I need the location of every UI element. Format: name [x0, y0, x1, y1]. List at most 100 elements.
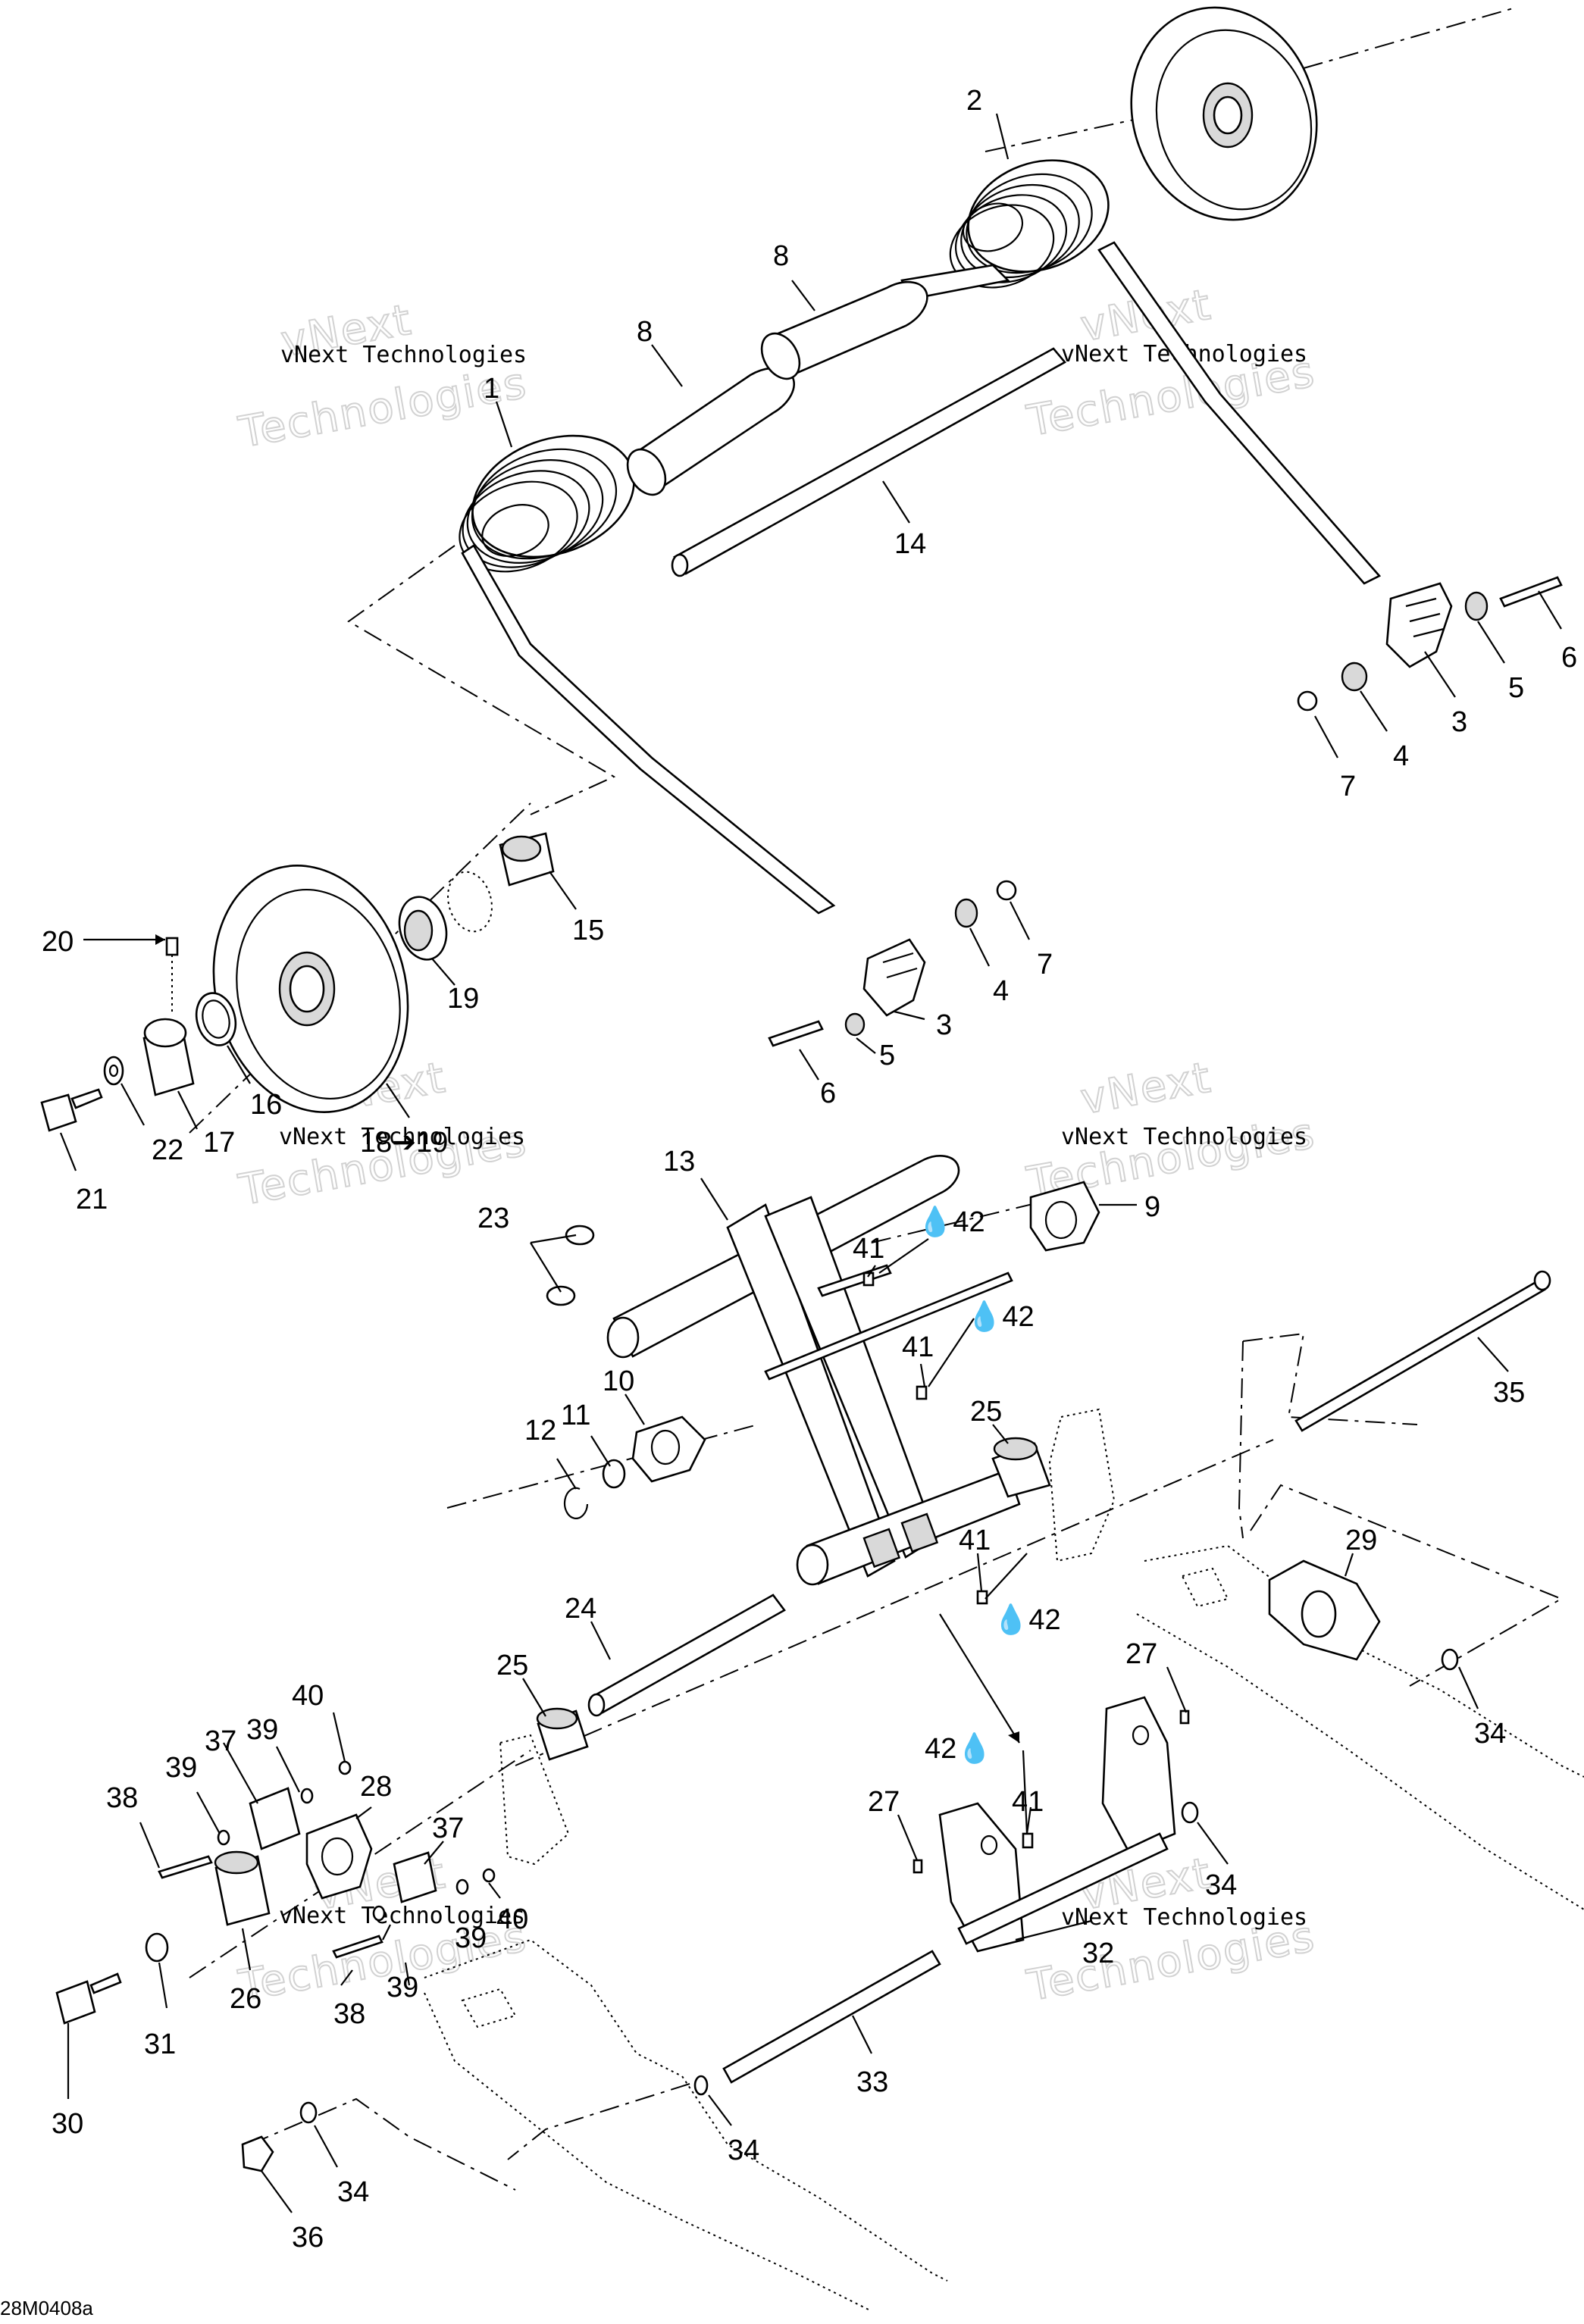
callout-31: 31: [144, 2028, 176, 2060]
callout-42: 💧42: [917, 1205, 985, 1238]
shaft-33: [722, 1950, 941, 2084]
callout-42: 42💧: [925, 1731, 993, 1765]
spacer-tube-8a: [626, 367, 796, 496]
callout-19: 19: [447, 983, 479, 1015]
bushing-25-left: [536, 1707, 589, 1761]
callout-29: 29: [1345, 1525, 1377, 1556]
idler-wheel-left: [212, 865, 409, 1113]
callout-28: 28: [360, 1771, 392, 1803]
callout-34: 34: [337, 2176, 369, 2208]
clip-23: [546, 1225, 595, 1306]
spacer-tube-8b: [760, 280, 928, 380]
circlip-ring: [447, 871, 493, 933]
torsion-spring-right: [900, 159, 1382, 585]
callout-25: 25: [970, 1396, 1002, 1428]
callout-32: 32: [1082, 1938, 1114, 1969]
callout-labels: 2 8 8 1 14 6 5 3 4 7 20 15 19 7 4 3 5 6 …: [42, 85, 1577, 2254]
figure-code: 28M0408a: [0, 2297, 93, 2319]
bearing-19: [398, 896, 448, 961]
callout-42: 💧42: [993, 1603, 1061, 1636]
callout-24: 24: [565, 1593, 596, 1625]
bushing-26: [214, 1850, 271, 1926]
bolt-21: [40, 1088, 103, 1132]
spacer-17: [142, 1018, 195, 1096]
bracket-set-left: [768, 880, 1017, 1047]
callout-8: 8: [637, 316, 653, 348]
callout-6: 6: [1561, 642, 1577, 674]
shaft-35: [1294, 1270, 1551, 1432]
washers-39: [217, 1788, 469, 1922]
callout-40: 40: [292, 1680, 324, 1712]
screws-38: [158, 1855, 383, 1959]
callout-25: 25: [496, 1650, 528, 1681]
watermark-label: vNext Technologies: [279, 1124, 525, 1150]
callout-41: 41: [853, 1233, 884, 1265]
callout-1: 1: [484, 373, 499, 405]
callout-39: 39: [387, 1972, 418, 2003]
washer-34-center: [693, 1801, 1199, 2096]
side-plate-left: [499, 1734, 570, 1866]
callout-16: 16: [250, 1089, 282, 1121]
callout-27: 27: [1125, 1638, 1157, 1670]
callout-23: 23: [477, 1203, 509, 1234]
callout-6: 6: [820, 1078, 836, 1109]
callout-11: 11: [561, 1400, 590, 1431]
callout-7: 7: [1037, 949, 1053, 981]
circlip-12: [563, 1487, 589, 1519]
callout-34: 34: [1474, 1718, 1506, 1750]
callout-34: 34: [728, 2135, 759, 2166]
callout-7: 7: [1340, 771, 1356, 802]
callout-41: 41: [959, 1525, 991, 1556]
side-plate-right: [1048, 1408, 1116, 1562]
callout-17: 17: [203, 1127, 235, 1159]
callout-4: 4: [993, 975, 1009, 1007]
callout-39: 39: [246, 1714, 278, 1746]
callout-13: 13: [663, 1146, 695, 1178]
callout-39: 39: [455, 1922, 487, 1954]
washer-34-right: [1441, 1648, 1459, 1671]
callout-21: 21: [76, 1184, 108, 1215]
slide-rail-right: [1136, 1544, 1584, 1910]
slide-rail-left: [424, 1938, 948, 2312]
leader-lines: [59, 113, 1562, 2213]
bracket-set-right: [1297, 576, 1563, 712]
washer-31: [145, 1932, 169, 1963]
watermark-vnext: vNext: [1077, 1053, 1215, 1124]
callout-42: 💧42: [966, 1300, 1035, 1333]
torsion-spring-left: [459, 434, 836, 915]
callout-37: 37: [205, 1725, 236, 1757]
callout-39: 39: [165, 1752, 197, 1784]
pivot-block-10: [631, 1415, 706, 1483]
callout-3: 3: [936, 1009, 952, 1041]
shaft-24: [587, 1594, 786, 1717]
callout-5: 5: [879, 1040, 895, 1071]
idler-wheel-top: [1130, 6, 1318, 221]
callout-3: 3: [1451, 706, 1467, 738]
callout-40: 40: [496, 1903, 528, 1935]
watermark-label: vNext Technologies: [279, 1903, 525, 1929]
watermark-label: vNext Technologies: [1061, 1124, 1307, 1150]
mount-block-28: [305, 1813, 373, 1900]
callout-22: 22: [152, 1134, 183, 1166]
pivot-block-9: [1029, 1181, 1100, 1252]
washer-34-left: [299, 2101, 318, 2124]
shaft-14: [671, 347, 1067, 577]
callout-27: 27: [868, 1786, 900, 1818]
callout-36: 36: [292, 2222, 324, 2254]
bolt-30: [55, 1972, 122, 2025]
callout-12: 12: [524, 1415, 556, 1447]
callout-10: 10: [603, 1365, 634, 1397]
watermark-label: vNext Technologies: [1061, 1904, 1307, 1931]
callout-38: 38: [106, 1782, 138, 1814]
callout-4: 4: [1393, 740, 1409, 772]
bushing-25-right: [991, 1437, 1051, 1498]
callout-5: 5: [1508, 672, 1524, 704]
callout-33: 33: [856, 2066, 888, 2098]
callout-35: 35: [1493, 1377, 1525, 1409]
pivot-bracket-32: [938, 1696, 1176, 1953]
callout-38: 38: [333, 1998, 365, 2030]
nut-36: [241, 2135, 274, 2172]
callout-8: 8: [773, 240, 789, 272]
callout-26: 26: [230, 1983, 261, 2015]
callout-15: 15: [572, 915, 604, 946]
